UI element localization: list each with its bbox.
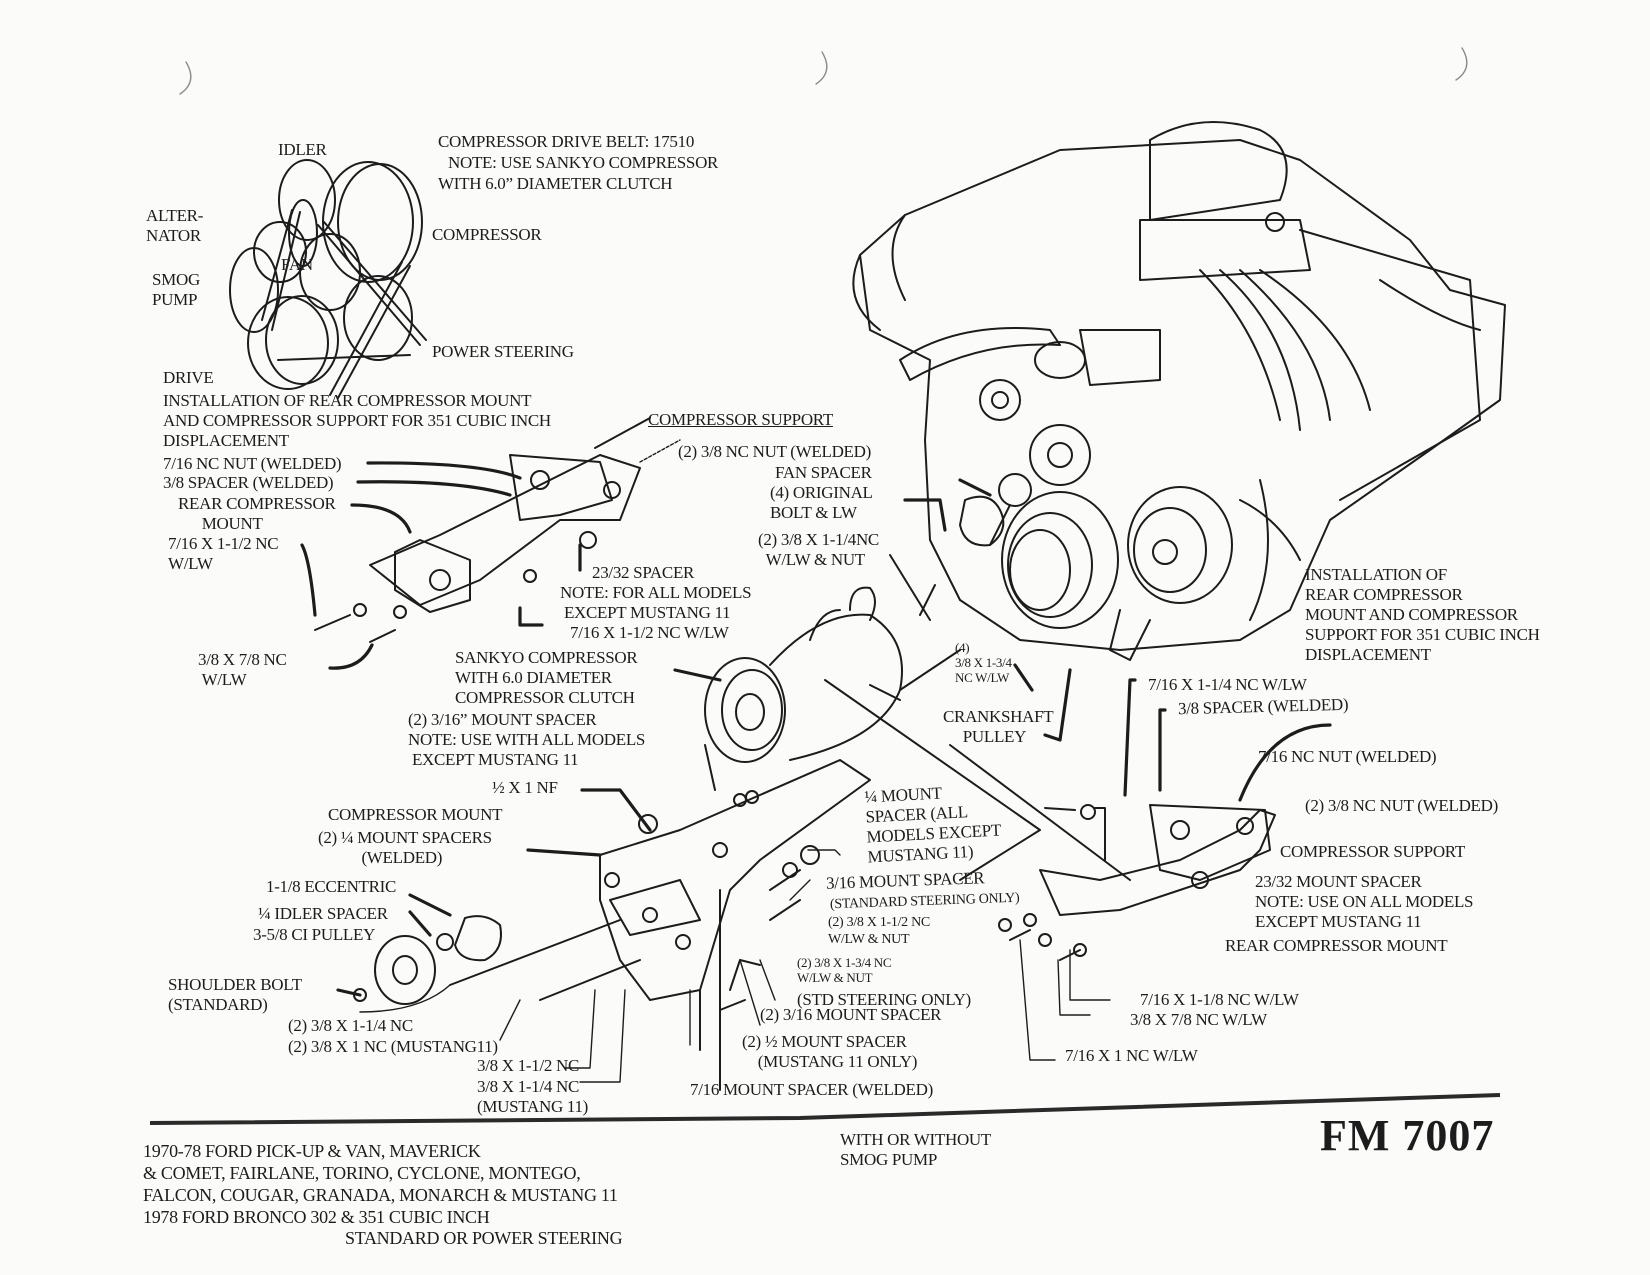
callout-label: 7/16 NC NUT (WELDED) xyxy=(163,454,342,473)
callout-label: 3/8 X 1-1/4 NC (MUSTANG 11) xyxy=(477,1077,589,1116)
compressor-mount-label: COMPRESSOR MOUNT xyxy=(328,805,503,824)
callout-label: (2) 3/8 X 1 NC (MUSTANG11) xyxy=(288,1037,498,1056)
callout-label: (2) 3/8 NC NUT (WELDED) xyxy=(1305,796,1498,815)
belt-routing-diagram xyxy=(229,159,427,399)
belt-note-line: WITH 6.0” DIAMETER CLUTCH xyxy=(438,174,673,193)
callout-label: 7/16 NC NUT (WELDED) xyxy=(1258,747,1437,766)
fan-spacer-label: FAN SPACER xyxy=(775,463,872,482)
smog-pump-label: SMOG PUMP xyxy=(152,270,200,309)
engine-illustration xyxy=(852,121,1506,661)
callout-label: 7/16 X 1-1/4 NC W/LW xyxy=(1148,675,1307,694)
callout-label: REAR COMPRESSOR MOUNT xyxy=(178,494,336,533)
footer-rule xyxy=(149,1093,1501,1125)
callout-label: 3/8 SPACER (WELDED) xyxy=(163,473,334,492)
crankshaft-pulley-label: CRANKSHAFT PULLEY xyxy=(943,707,1054,746)
callout-label: (2) ½ MOUNT SPACER (MUSTANG 11 ONLY) xyxy=(742,1032,918,1071)
compressor-support-label: COMPRESSOR SUPPORT xyxy=(648,410,833,429)
smog-pump-note: WITH OR WITHOUT SMOG PUMP xyxy=(840,1130,991,1169)
callout-label: ¼ IDLER SPACER xyxy=(258,904,388,923)
idler-label: IDLER xyxy=(278,140,327,159)
callout-label: (2) 3/16 MOUNT SPACER xyxy=(760,1005,942,1024)
callout-label: (2) 3/8 X 1-1/2 NC W/LW & NUT xyxy=(828,915,930,947)
fan-label: FAN xyxy=(281,255,313,274)
rear-mount-left-bracket xyxy=(300,417,681,670)
rear-mount-right-heading: INSTALLATION OF REAR COMPRESSOR MOUNT AN… xyxy=(1305,565,1540,664)
callout-label: 1-1/8 ECCENTRIC xyxy=(266,877,397,896)
power-steering-label: POWER STEERING xyxy=(432,342,574,361)
binder-hole-mark xyxy=(1455,47,1468,81)
callout-label: 23/32 MOUNT SPACER NOTE: USE ON ALL MODE… xyxy=(1255,872,1474,931)
callout-label: ¼ MOUNT SPACER (ALL MODELS EXCEPT MUSTAN… xyxy=(863,783,1002,867)
callout-label: 7/16 X 1 NC W/LW xyxy=(1065,1046,1198,1065)
callout-label: 7/16 X 1-1/8 NC W/LW xyxy=(1140,990,1299,1009)
rear-mount-right-bracket xyxy=(949,678,1332,961)
rear-compressor-mount-label: REAR COMPRESSOR MOUNT xyxy=(1225,936,1448,955)
rear-mount-left-heading: INSTALLATION OF REAR COMPRESSOR MOUNT AN… xyxy=(163,391,551,450)
callout-label: (4) 3/8 X 1-3/4 NC W/LW xyxy=(955,640,1012,685)
leader-lines xyxy=(336,478,1111,1086)
steering-type: STANDARD OR POWER STEERING xyxy=(345,1228,623,1248)
applications-list: 1970-78 FORD PICK-UP & VAN, MAVERICK & C… xyxy=(143,1141,618,1227)
binder-hole-mark xyxy=(179,61,192,95)
callout-label: 3/8 X 7/8 NC W/LW xyxy=(1130,1010,1267,1029)
belt-note-line: NOTE: USE SANKYO COMPRESSOR xyxy=(448,153,719,172)
part-number: FM 7007 xyxy=(1320,1111,1495,1160)
callout-label: 7/16 X 1-1/2 NC W/LW xyxy=(570,623,729,642)
sankyo-compressor-label: SANKYO COMPRESSOR WITH 6.0 DIAMETER COMP… xyxy=(455,648,638,707)
callout-label: (STD STEERING ONLY) xyxy=(797,990,971,1009)
alternator-label: ALTER- NATOR xyxy=(146,206,204,245)
callout-label: 23/32 SPACER xyxy=(592,563,695,582)
callout-label: (4) ORIGINAL BOLT & LW xyxy=(770,483,873,522)
callout-label: (2) 3/8 X 1-1/4NC W/LW & NUT xyxy=(758,530,879,569)
callout-label: (2) 3/8 X 1-1/4 NC xyxy=(288,1016,413,1035)
callout-label: 7/16 X 1-1/2 NC W/LW xyxy=(168,534,279,573)
drive-label: DRIVE xyxy=(163,368,214,387)
binder-hole-mark xyxy=(815,51,828,85)
callout-label: 3/8 X 7/8 NC W/LW xyxy=(198,650,287,689)
belt-part-number: COMPRESSOR DRIVE BELT: 17510 xyxy=(438,132,695,151)
callout-label: 3/8 X 1-1/2 NC xyxy=(477,1056,580,1075)
callout-label: (2) 3/16” MOUNT SPACER NOTE: USE WITH AL… xyxy=(408,710,646,769)
shoulder-bolt-label: SHOULDER BOLT (STANDARD) xyxy=(168,975,302,1014)
callout-label: (2) ¼ MOUNT SPACERS (WELDED) xyxy=(318,828,492,867)
compressor-support-label: COMPRESSOR SUPPORT xyxy=(1280,842,1465,861)
callout-label: (2) 3/8 X 1-3/4 NC W/LW & NUT xyxy=(797,955,892,985)
callout-label: (2) 3/8 NC NUT (WELDED) xyxy=(678,442,871,461)
callout-label: 3-5/8 CI PULLEY xyxy=(253,925,376,944)
callout-label: ½ X 1 NF xyxy=(492,778,558,797)
callout-label: 7/16 MOUNT SPACER (WELDED) xyxy=(690,1080,933,1099)
callout-label: NOTE: FOR ALL MODELS EXCEPT MUSTANG 11 xyxy=(560,583,752,622)
compressor-label: COMPRESSOR xyxy=(432,225,542,244)
sankyo-compressor xyxy=(704,586,1041,881)
